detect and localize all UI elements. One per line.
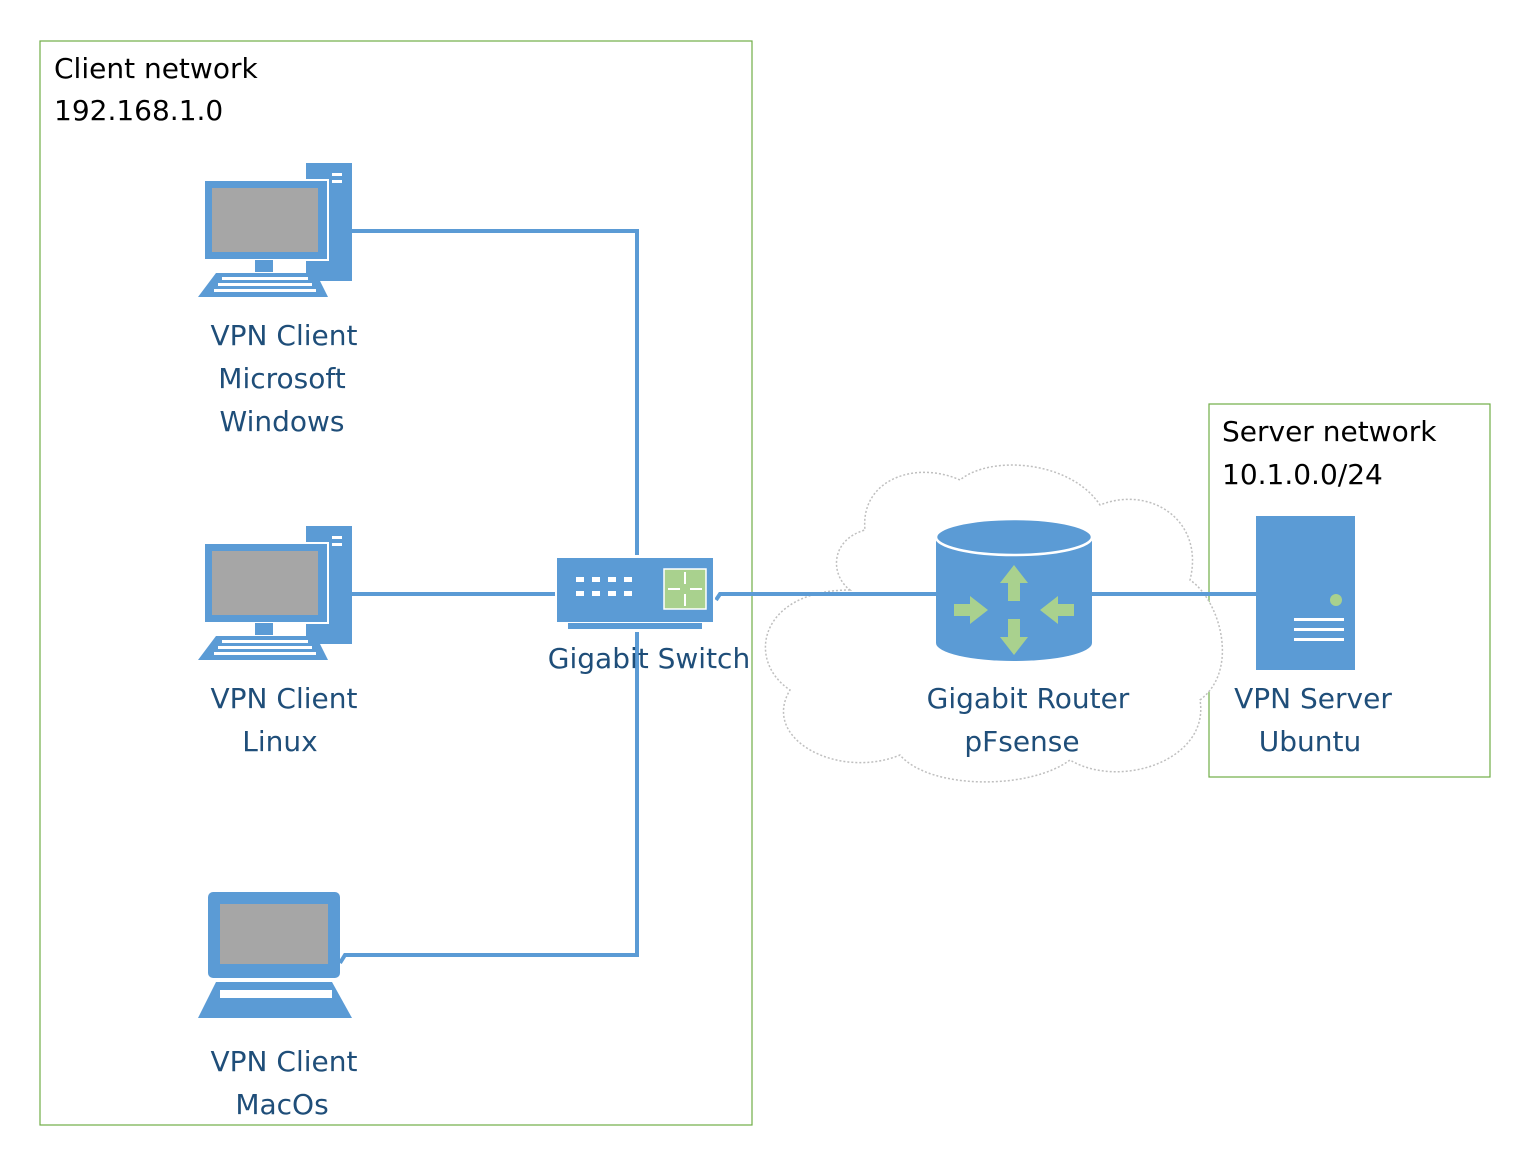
client-network-zone [39,40,753,1126]
link-switch-router [714,592,940,602]
windows-label-line3: Windows [220,405,345,438]
router-label-line1: Gigabit Router [927,682,1130,715]
client-network-subnet: 192.168.1.0 [54,94,223,127]
windows-label-line2: Microsoft [218,362,345,395]
network-switch-icon [555,556,715,629]
server-network-name: Server network [1222,415,1437,448]
desktop-pc-icon [198,163,352,297]
linux-label-line2: Linux [242,725,317,758]
linux-label-line1: VPN Client [211,682,358,715]
macos-label-line1: VPN Client [211,1045,358,1078]
server-network-zone [1208,403,1491,778]
switch-label: Gigabit Switch [548,642,750,675]
server-network-subnet: 10.1.0.0/24 [1222,458,1383,491]
tower-server-icon [1256,516,1355,670]
router-label-line2: pFsense [964,725,1079,758]
server-label-line1: VPN Server [1234,682,1392,715]
link-macos-switch [338,632,639,965]
windows-label-line1: VPN Client [211,319,358,352]
macos-label-line2: MacOs [235,1088,328,1121]
server-label-line2: Ubuntu [1259,725,1361,758]
desktop-pc-icon [198,526,352,660]
router-icon [934,517,1094,661]
client-network-name: Client network [54,52,258,85]
laptop-icon [198,892,352,1018]
